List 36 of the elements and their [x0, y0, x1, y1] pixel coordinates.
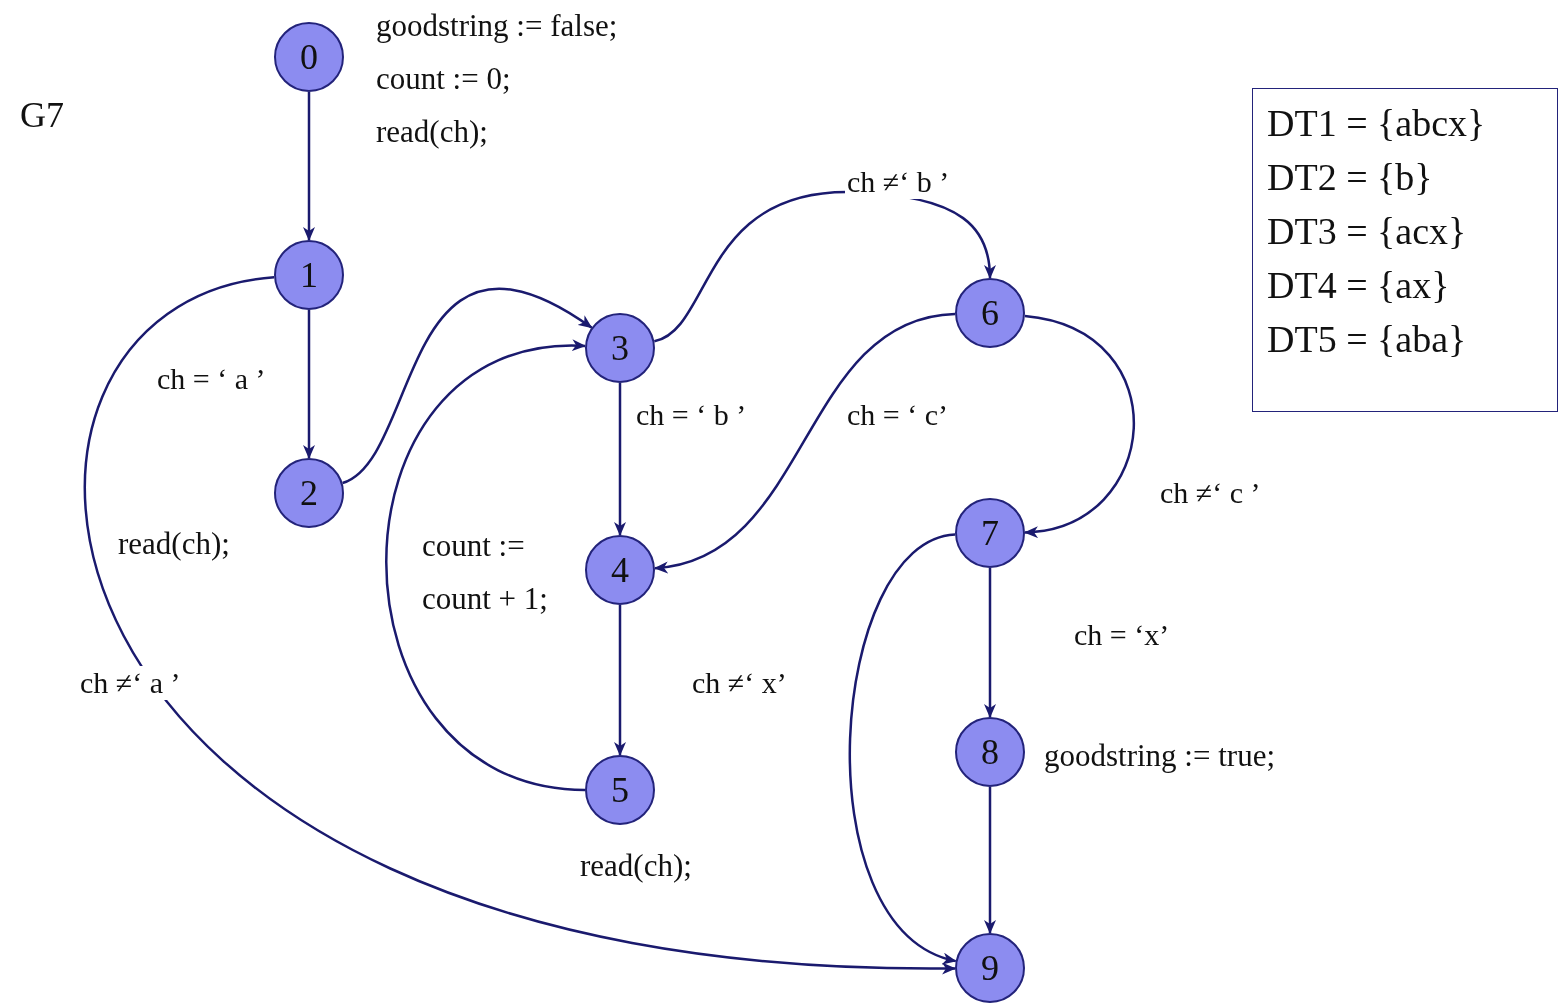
code-annotation: count := count + 1;: [422, 527, 549, 618]
arrow: [303, 92, 315, 241]
code-annotation: read(ch);: [376, 113, 488, 151]
definition-text: DT2 = {b}: [1267, 154, 1434, 200]
state-circle: 5: [585, 755, 655, 825]
code-annotation: goodstring := true;: [1044, 737, 1276, 775]
definition-text: DT1 = {abcx}: [1267, 101, 1487, 146]
arrow: [341, 288, 593, 485]
arrow: [1024, 314, 1135, 537]
state-circle: 4: [585, 535, 655, 605]
definition-box: [1252, 88, 1558, 412]
arrow: [984, 787, 996, 934]
state-circle: 2: [274, 458, 344, 528]
arrow: [84, 276, 956, 974]
code-annotation: goodstring := false;: [376, 7, 618, 45]
state-circle: 6: [955, 278, 1025, 348]
state-circle: 1: [274, 240, 344, 310]
definition-text: DT5 = {aba}: [1267, 316, 1468, 362]
arrow: [653, 312, 956, 572]
arrow: [303, 310, 315, 459]
definition-text: DT3 = {acx}: [1267, 208, 1468, 254]
state-circle: 9: [955, 933, 1025, 1003]
arrow: [614, 383, 626, 536]
arrow: [848, 533, 957, 963]
state-circle: 0: [274, 22, 344, 92]
state-circle: 3: [585, 313, 655, 383]
arrow: [614, 605, 626, 756]
code-annotation: count := 0;: [376, 60, 511, 98]
state-circle: 7: [955, 498, 1025, 568]
code-annotation: read(ch);: [118, 525, 230, 563]
definition-text: DT4 = {ax}: [1267, 262, 1451, 308]
state-circle: 8: [955, 717, 1025, 787]
arrow: [984, 568, 996, 718]
arrow: [385, 341, 587, 792]
code-annotation: read(ch);: [580, 847, 692, 885]
graph-title: G7: [20, 94, 64, 137]
